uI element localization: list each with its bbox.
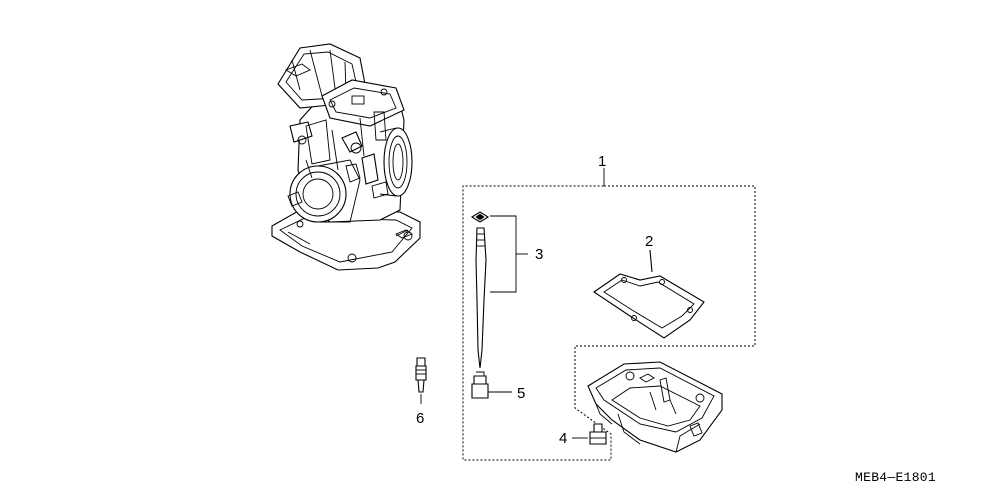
drain-screw: [572, 423, 607, 445]
float-chamber-gasket: [593, 249, 705, 339]
callout-6: 6: [416, 410, 424, 427]
kit-outline: [462, 168, 756, 461]
float-chamber-body: [587, 361, 723, 453]
diagram-code: MEB4—E1801: [855, 470, 936, 485]
jet-needle-set: [470, 211, 528, 369]
callout-2: 2: [645, 233, 653, 250]
carburetor-assembly: [271, 43, 421, 271]
callout-1: 1: [598, 153, 606, 170]
callout-4: 4: [559, 430, 567, 447]
callout-5: 5: [517, 385, 525, 402]
main-jet: [471, 371, 512, 399]
callout-3: 3: [535, 246, 543, 263]
pilot-screw: [415, 357, 427, 404]
